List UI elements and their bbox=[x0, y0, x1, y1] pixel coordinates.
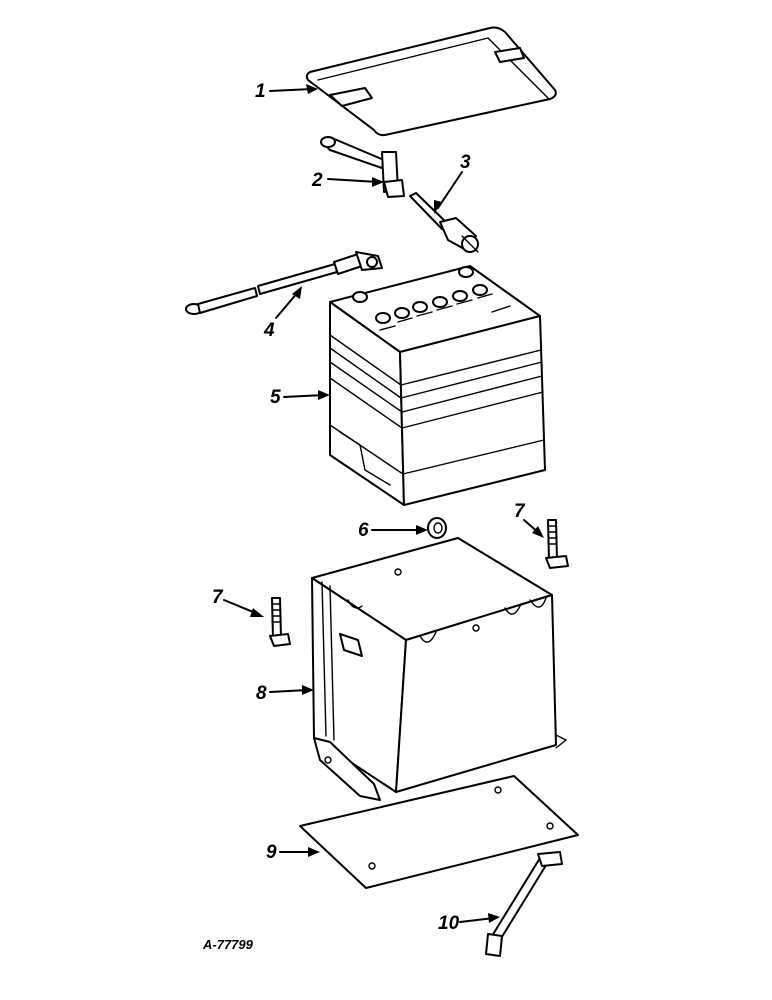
battery-cover bbox=[305, 26, 557, 137]
callout-10: 10 bbox=[438, 913, 500, 934]
callout-label-3: 3 bbox=[460, 152, 471, 173]
battery bbox=[329, 265, 546, 506]
callout-label-9: 9 bbox=[266, 842, 277, 863]
j-bolt-left bbox=[269, 597, 291, 647]
callout-1: 1 bbox=[255, 81, 318, 102]
drawing-reference: A-77799 bbox=[202, 937, 254, 952]
callout-label-4: 4 bbox=[263, 320, 275, 341]
callout-label-7a: 7 bbox=[514, 501, 526, 522]
callout-2: 2 bbox=[311, 170, 384, 191]
callout-8: 8 bbox=[256, 683, 314, 704]
j-bolt-right bbox=[545, 519, 569, 569]
callout-label-5: 5 bbox=[270, 387, 281, 408]
battery-box bbox=[311, 537, 567, 801]
callout-6: 6 bbox=[358, 520, 428, 541]
callout-label-1: 1 bbox=[255, 81, 266, 102]
bottom-plate bbox=[299, 775, 579, 889]
ground-strap bbox=[320, 136, 405, 198]
cable-4 bbox=[185, 251, 383, 315]
grommet bbox=[427, 517, 447, 539]
callout-7b: 7 bbox=[212, 587, 264, 617]
cable-3 bbox=[409, 192, 479, 253]
callout-label-10: 10 bbox=[438, 913, 460, 934]
support-strap bbox=[485, 851, 563, 957]
callout-7a: 7 bbox=[514, 501, 544, 538]
callout-3: 3 bbox=[434, 152, 471, 214]
callout-label-7b: 7 bbox=[212, 587, 224, 608]
callout-label-8: 8 bbox=[256, 683, 267, 704]
callout-label-6: 6 bbox=[358, 520, 369, 541]
callout-4: 4 bbox=[263, 286, 302, 341]
callout-label-2: 2 bbox=[311, 170, 323, 191]
callout-9: 9 bbox=[266, 842, 320, 863]
callout-5: 5 bbox=[270, 387, 330, 408]
